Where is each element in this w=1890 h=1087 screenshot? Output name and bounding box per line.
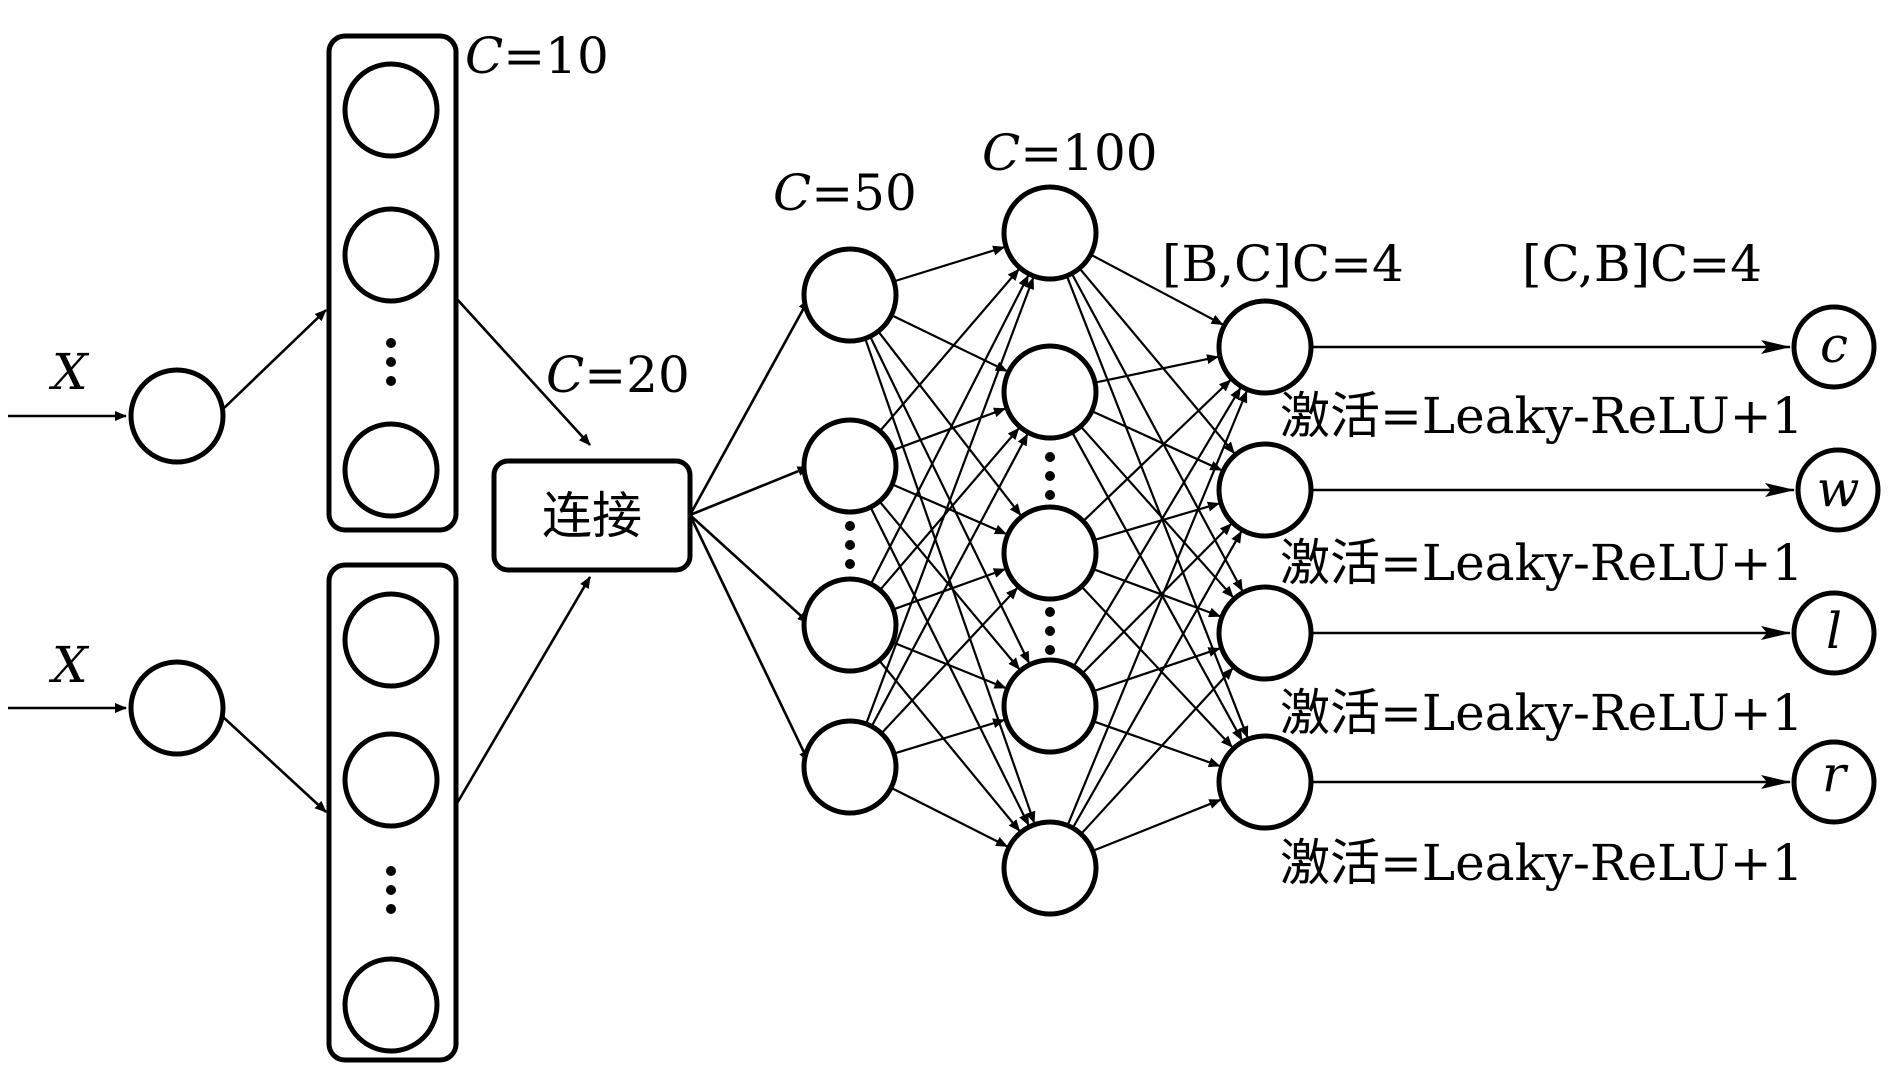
edge-concat-to-h1-3: [688, 514, 810, 763]
edge-h1-2-to-h2-4: [878, 659, 1021, 832]
hidden1-node-2: [801, 576, 899, 674]
activation-label-1: 激活=Leaky-ReLU+1: [1280, 387, 1804, 445]
edge-h1-2-to-h2-3: [892, 641, 1007, 690]
hidden2-node-3: [1001, 657, 1099, 755]
branch1-node-2: [342, 421, 440, 519]
edge-h1-2-to-h2-2: [892, 568, 1006, 611]
output-symbol-r: r: [1822, 745, 1849, 803]
output-node-3: [1216, 733, 1314, 831]
edge-h2-3-to-out-3: [1093, 720, 1221, 768]
edge-in1-to-branch1: [221, 309, 327, 411]
edge-h1-3-to-h2-1: [870, 433, 1029, 727]
edge-h1-1-to-h2-3: [878, 500, 1021, 670]
hidden2-channel-label: C=100: [982, 124, 1158, 182]
hidden1-node-1: [801, 417, 899, 515]
edge-h2-1-to-out-3: [1071, 431, 1243, 741]
input-node-bottom: [128, 659, 226, 757]
final-node-2: [1791, 590, 1877, 676]
final-node-3: [1791, 739, 1877, 825]
node-layer: [128, 61, 1881, 1054]
final-shape-label: [C,B]C=4: [1522, 235, 1762, 293]
edge-h2-4-to-out-2: [1080, 667, 1234, 835]
edge-h2-2-to-out-0: [1082, 379, 1232, 522]
edge-h1-2-to-h2-1: [879, 427, 1020, 591]
concat-channel-label: C=20: [546, 346, 690, 404]
edge-concat-to-h1-1: [689, 465, 810, 517]
hidden1-ellipsis: [845, 521, 855, 569]
output-node-2: [1216, 584, 1314, 682]
output-node-0: [1216, 298, 1314, 396]
activation-label-3: 激活=Leaky-ReLU+1: [1280, 684, 1804, 742]
output-symbol-c: c: [1820, 316, 1848, 374]
input-node-top: [128, 367, 226, 465]
edge-h2-3-to-out-2: [1093, 647, 1221, 693]
hidden1-channel-label: C=50: [773, 164, 917, 222]
hidden2-node-0: [1001, 184, 1099, 282]
output-symbol-l: l: [1826, 602, 1842, 660]
edge-h1-3-to-h2-2: [880, 587, 1019, 735]
edge-h1-3-to-h2-0: [865, 277, 1035, 725]
top-branch-ellipsis: [386, 338, 396, 386]
hidden2-node-1: [1001, 343, 1099, 441]
hidden2-ellipsis-upper: [1045, 452, 1055, 500]
branch2-node-1: [342, 731, 440, 829]
edge-h1-0-to-h2-0: [893, 245, 1006, 283]
edge-h1-3-to-h2-3: [893, 718, 1006, 755]
edge-h2-0-to-out-3: [1065, 275, 1249, 739]
edge-branch1-to-concat: [455, 297, 591, 446]
edge-h2-1-to-out-1: [1091, 410, 1223, 472]
input-label-top: X: [48, 343, 90, 401]
edge-concat-to-h1-2: [689, 514, 810, 624]
output-symbol-w: w: [1817, 460, 1860, 518]
edge-h1-0-to-h2-1: [890, 314, 1008, 373]
output-node-1: [1216, 441, 1314, 539]
hidden2-ellipsis-lower: [1045, 607, 1055, 655]
edge-h1-1-to-h2-0: [879, 268, 1020, 432]
edge-layer: [8, 245, 1795, 852]
edge-h1-3-to-h2-4: [890, 786, 1009, 848]
branch1-node-1: [342, 206, 440, 304]
hidden1-node-3: [801, 718, 899, 816]
input-label-bottom: X: [48, 636, 90, 694]
edge-h2-3-to-out-1: [1081, 523, 1232, 675]
edge-h2-3-to-out-0: [1072, 387, 1242, 668]
hidden1-node-0: [801, 246, 899, 344]
final-node-0: [1791, 304, 1877, 390]
edge-h2-2-to-out-1: [1093, 501, 1220, 542]
concat-box-label: 连接: [542, 487, 642, 545]
edge-h2-0-to-out-2: [1070, 272, 1244, 592]
concat-box: [491, 458, 693, 573]
activation-label-2: 激活=Leaky-ReLU+1: [1280, 534, 1804, 592]
edge-branch2-to-concat: [454, 576, 592, 806]
edge-in2-to-branch2: [221, 715, 327, 813]
edge-h2-1-to-out-0: [1094, 354, 1219, 384]
edge-concat-to-h1-0: [688, 298, 810, 516]
bottom-branch-ellipsis: [386, 866, 396, 914]
hidden2-node-2: [1001, 504, 1099, 602]
edge-h2-0-to-out-1: [1078, 267, 1236, 454]
branch1-node-0: [342, 61, 440, 159]
edge-h2-0-to-out-0: [1090, 253, 1224, 326]
edge-h2-1-to-out-2: [1079, 425, 1234, 598]
edge-h2-4-to-out-3: [1092, 798, 1222, 852]
branch2-node-0: [342, 591, 440, 689]
edge-h1-0-to-h2-2: [877, 330, 1022, 516]
edge-h2-4-to-out-1: [1071, 530, 1243, 829]
edge-h2-4-to-out-0: [1066, 390, 1248, 826]
final-node-1: [1795, 447, 1881, 533]
hidden2-node-4: [1001, 819, 1099, 917]
edge-h1-2-to-h2-0: [869, 274, 1030, 585]
activation-label-4: 激活=Leaky-ReLU+1: [1280, 834, 1804, 892]
output-shape-label: [B,C]C=4: [1162, 235, 1404, 293]
branch-channel-label: C=10: [465, 27, 609, 85]
branch2-node-2: [342, 956, 440, 1054]
